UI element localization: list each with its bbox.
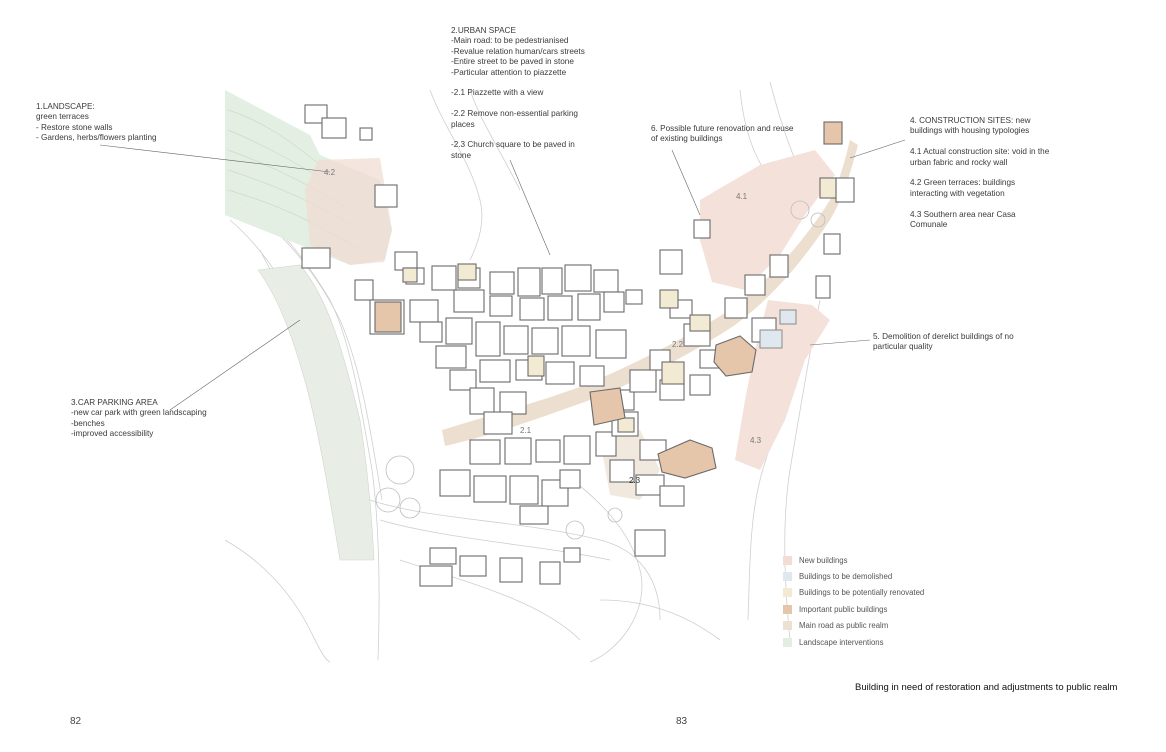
legend-label: Landscape interventions	[799, 637, 884, 647]
legend-item: Buildings to be potentially renovated	[783, 585, 924, 601]
legend-swatch	[783, 604, 792, 614]
legend-label: Buildings to be demolished	[799, 572, 893, 582]
legend-item: New buildings	[783, 552, 924, 568]
legend-label: Important public buildings	[799, 604, 888, 614]
legend-swatch	[783, 637, 792, 647]
legend-item: Landscape interventions	[783, 634, 924, 650]
map-label-2-2: 2.2	[672, 340, 684, 349]
page-number-right: 83	[676, 716, 688, 727]
note-car-parking: 3.CAR PARKING AREA -new car park with gr…	[71, 398, 207, 439]
legend-item: Buildings to be demolished	[783, 568, 924, 584]
legend-swatch	[783, 588, 792, 598]
map-label-4-2: 4.2	[324, 168, 336, 177]
legend-item: Main road as public realm	[783, 618, 924, 634]
note-construction-sites: 4. CONSTRUCTION SITES: new buildings wit…	[910, 116, 1050, 230]
map-label-4-1: 4.1	[736, 192, 748, 201]
note-demolition: 5. Demolition of derelict buildings of n…	[873, 332, 1014, 352]
legend-item: Important public buildings	[783, 601, 924, 617]
legend-label: Buildings to be potentially renovated	[799, 588, 925, 598]
map-label-4-3: 4.3	[750, 436, 762, 445]
map-legend: New buildings Buildings to be demolished…	[783, 552, 924, 650]
legend-swatch	[783, 555, 792, 565]
page-number-left: 82	[70, 716, 82, 727]
legend-label: New buildings	[799, 555, 848, 565]
leader-lines	[99, 139, 906, 411]
map-label-2-1: 2.1	[520, 426, 532, 435]
note-landscape: 1.LANDSCAPE: green terraces - Restore st…	[36, 102, 157, 143]
note-renovation: 6. Possible future renovation and reuse …	[651, 124, 794, 144]
legend-label: Main road as public realm	[799, 621, 889, 631]
figure-caption: Building in need of restoration and adju…	[855, 682, 1118, 693]
legend-swatch	[783, 572, 792, 582]
note-urban-space: 2.URBAN SPACE -Main road: to be pedestri…	[451, 26, 585, 160]
map-label-2-3: 2.3	[629, 476, 641, 485]
legend-swatch	[783, 621, 792, 631]
